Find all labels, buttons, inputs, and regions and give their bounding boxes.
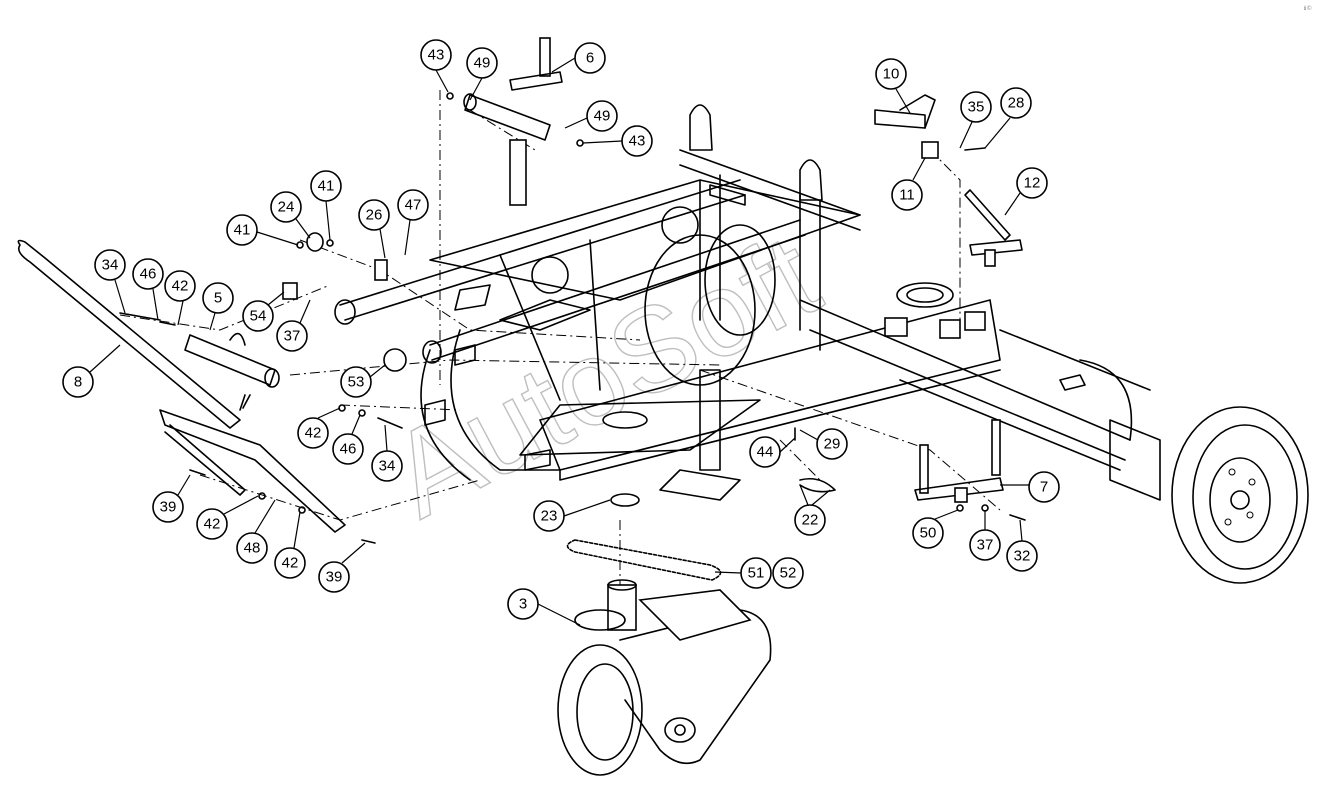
svg-text:6: 6 <box>586 50 594 67</box>
svg-text:42: 42 <box>204 516 221 533</box>
callout-11: 11 <box>891 179 923 211</box>
svg-text:8: 8 <box>74 374 82 391</box>
callout-42: 42 <box>164 270 196 302</box>
svg-text:39: 39 <box>326 569 343 586</box>
callout-44: 44 <box>749 436 781 468</box>
svg-text:52: 52 <box>780 565 797 582</box>
callout-50: 50 <box>912 517 944 549</box>
callout-6: 6 <box>574 42 606 74</box>
callout-35: 35 <box>960 91 992 123</box>
callout-49: 49 <box>466 47 498 79</box>
callout-37: 37 <box>276 320 308 352</box>
svg-text:24: 24 <box>278 199 295 216</box>
svg-text:41: 41 <box>318 178 335 195</box>
svg-text:46: 46 <box>140 266 157 283</box>
callout-41: 41 <box>226 214 258 246</box>
svg-text:51: 51 <box>748 565 765 582</box>
svg-text:43: 43 <box>428 47 445 64</box>
svg-text:37: 37 <box>284 328 301 345</box>
callout-7: 7 <box>1028 471 1060 503</box>
part-8-handle <box>17 239 346 533</box>
callout-51: 51 <box>740 557 772 589</box>
svg-text:22: 22 <box>802 512 819 529</box>
svg-text:44: 44 <box>757 444 774 461</box>
hardware-small-parts <box>119 92 1026 544</box>
part-10-11-12 <box>874 94 1023 267</box>
callout-32: 32 <box>1006 540 1038 572</box>
svg-text:54: 54 <box>250 308 267 325</box>
callout-26: 26 <box>358 199 390 231</box>
svg-text:49: 49 <box>474 55 491 72</box>
svg-text:23: 23 <box>541 508 558 525</box>
svg-text:35: 35 <box>968 99 985 116</box>
callout-52: 52 <box>772 557 804 589</box>
svg-text:34: 34 <box>379 458 396 475</box>
callout-12: 12 <box>1016 167 1048 199</box>
svg-text:3: 3 <box>519 596 527 613</box>
svg-text:47: 47 <box>405 197 422 214</box>
callout-49: 49 <box>586 100 618 132</box>
callout-34: 34 <box>94 249 126 281</box>
callout-22: 22 <box>794 504 826 536</box>
callout-3: 3 <box>507 588 539 620</box>
part-7-bracket <box>914 419 1004 503</box>
svg-text:29: 29 <box>824 436 841 453</box>
svg-text:37: 37 <box>977 537 994 554</box>
callout-41: 41 <box>310 170 342 202</box>
svg-text:32: 32 <box>1014 548 1031 565</box>
callout-42: 42 <box>297 417 329 449</box>
callout-48: 48 <box>236 532 268 564</box>
svg-text:42: 42 <box>282 555 299 572</box>
svg-text:42: 42 <box>305 425 322 442</box>
callout-5: 5 <box>202 282 234 314</box>
svg-text:10: 10 <box>883 66 900 83</box>
callout-29: 29 <box>816 428 848 460</box>
callout-23: 23 <box>533 500 565 532</box>
callout-46: 46 <box>332 433 364 465</box>
rear-wheel <box>1171 406 1309 584</box>
svg-text:7: 7 <box>1040 479 1048 496</box>
svg-text:5: 5 <box>214 290 222 307</box>
svg-text:41: 41 <box>234 222 251 239</box>
callout-43: 43 <box>621 125 653 157</box>
svg-text:11: 11 <box>899 187 915 204</box>
callout-37: 37 <box>969 529 1001 561</box>
callout-47: 47 <box>397 189 429 221</box>
callout-10: 10 <box>875 58 907 90</box>
svg-text:42: 42 <box>172 278 189 295</box>
svg-text:28: 28 <box>1008 95 1025 112</box>
svg-text:26: 26 <box>366 207 383 224</box>
part-3-drive-unit <box>557 579 772 776</box>
svg-text:12: 12 <box>1024 175 1041 192</box>
callout-39: 39 <box>318 561 350 593</box>
part-51-52-chain <box>566 539 722 581</box>
callout-42: 42 <box>274 547 306 579</box>
corner-mark: ℹ© <box>1304 5 1312 12</box>
svg-text:48: 48 <box>244 540 261 557</box>
callout-54: 54 <box>242 300 274 332</box>
svg-text:53: 53 <box>348 374 365 391</box>
callout-28: 28 <box>1000 87 1032 119</box>
svg-text:49: 49 <box>594 108 611 125</box>
callout-39: 39 <box>152 491 184 523</box>
svg-text:50: 50 <box>920 525 937 542</box>
callout-8: 8 <box>62 366 94 398</box>
svg-text:34: 34 <box>102 257 119 274</box>
callout-42: 42 <box>196 508 228 540</box>
svg-text:46: 46 <box>340 441 357 458</box>
callout-53: 53 <box>340 366 372 398</box>
callout-46: 46 <box>132 258 164 290</box>
callout-24: 24 <box>270 191 302 223</box>
callout-34: 34 <box>371 450 403 482</box>
main-frame <box>334 104 1161 501</box>
part-6-crank <box>463 37 563 206</box>
svg-text:43: 43 <box>629 133 646 150</box>
part-5-tube <box>184 332 280 388</box>
leader-lines <box>89 57 1029 626</box>
svg-text:39: 39 <box>160 499 177 516</box>
callout-43: 43 <box>420 39 452 71</box>
